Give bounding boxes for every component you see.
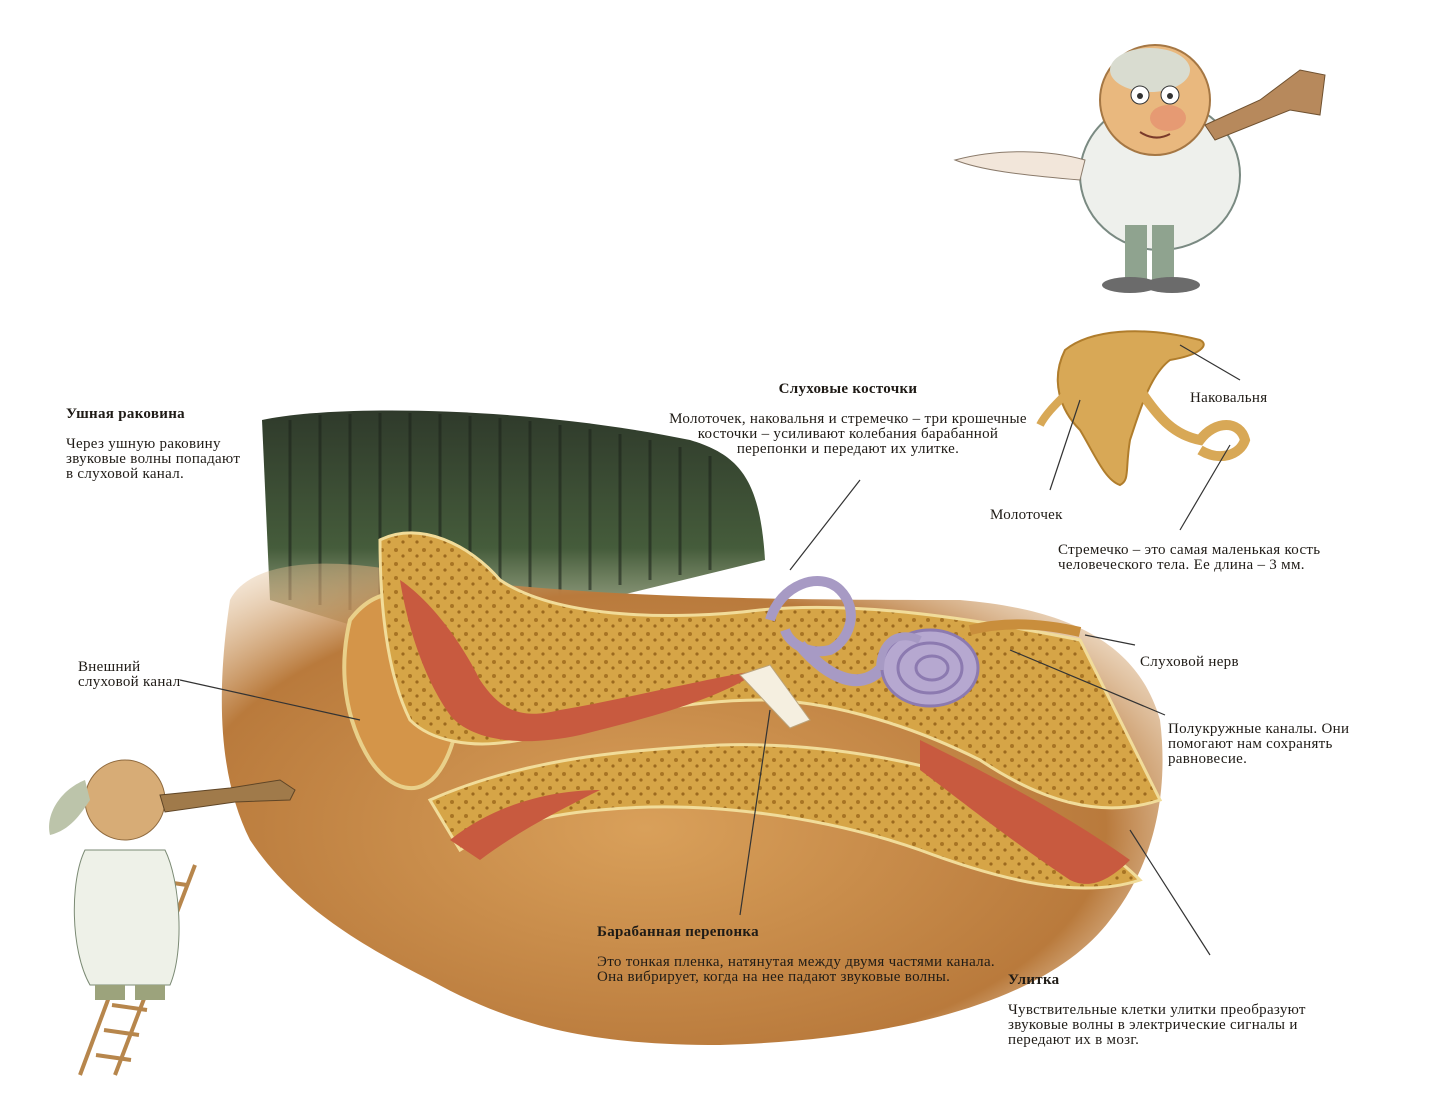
label-auditory-nerve-text: Слуховой нерв (1140, 655, 1360, 670)
label-ossicles-title: Слуховые косточки (668, 382, 1028, 397)
label-auricle: Ушная раковина Через ушную раковину звук… (66, 392, 251, 497)
label-eardrum: Барабанная перепонка Это тонкая пленка, … (597, 910, 997, 1000)
label-incus: Наковальня (1190, 376, 1360, 421)
label-stapes-text: Стремечко – это самая маленькая кость че… (1058, 543, 1348, 573)
label-external-canal: Внешний слуховой канал (78, 645, 198, 705)
label-ossicles-text: Молоточек, наковальня и стремечко – три … (668, 412, 1028, 457)
label-malleus-text: Молоточек (990, 508, 1140, 523)
label-stapes: Стремечко – это самая маленькая кость че… (1058, 528, 1348, 588)
label-auditory-nerve: Слуховой нерв (1140, 640, 1360, 685)
label-auricle-title: Ушная раковина (66, 407, 251, 422)
label-cochlea-text: Чувствительные клетки улитки преобразуют… (1008, 1003, 1358, 1048)
label-cochlea: Улитка Чувствительные клетки улитки прео… (1008, 958, 1358, 1063)
label-external-canal-text: Внешний слуховой канал (78, 660, 198, 690)
label-semicircular-canals: Полукружные каналы. Они помогают нам сох… (1168, 707, 1353, 782)
doctor-with-horn-icon (955, 45, 1325, 293)
label-cochlea-title: Улитка (1008, 973, 1358, 988)
label-eardrum-title: Барабанная перепонка (597, 925, 997, 940)
label-semicircular-canals-text: Полукружные каналы. Они помогают нам сох… (1168, 722, 1353, 767)
label-incus-text: Наковальня (1190, 391, 1360, 406)
label-eardrum-text: Это тонкая пленка, натянутая между двумя… (597, 955, 997, 985)
label-auricle-text: Через ушную раковину звуковые волны попа… (66, 437, 251, 482)
label-ossicles: Слуховые косточки Молоточек, наковальня … (668, 367, 1028, 472)
